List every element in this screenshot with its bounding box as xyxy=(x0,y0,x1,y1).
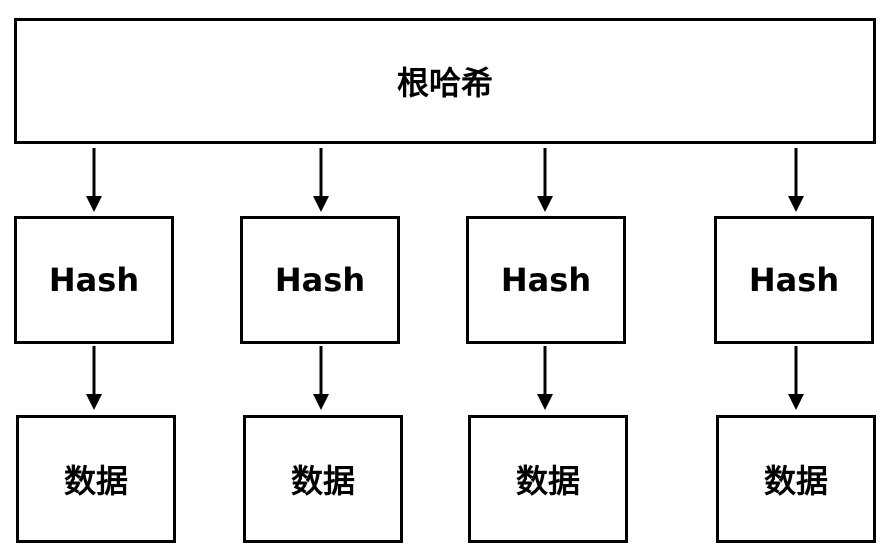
hash-node-2: Hash xyxy=(240,216,400,344)
hash-label: Hash xyxy=(500,261,592,299)
root-hash-node: 根哈希 xyxy=(14,18,876,144)
arrow-root-to-hash-2 xyxy=(313,148,329,212)
arrow-hash-to-data-2 xyxy=(313,346,329,410)
arrow-root-to-hash-1 xyxy=(86,148,102,212)
data-node-1: 数据 xyxy=(16,415,176,543)
arrow-root-to-hash-4 xyxy=(788,148,804,212)
data-label: 数据 xyxy=(763,462,828,500)
data-label: 数据 xyxy=(63,462,128,500)
hash-node-3: Hash xyxy=(466,216,626,344)
root-hash-label: 根哈希 xyxy=(396,64,493,102)
data-label: 数据 xyxy=(290,462,355,500)
hash-label: Hash xyxy=(48,261,140,299)
arrow-root-to-hash-3 xyxy=(537,148,553,212)
data-node-3: 数据 xyxy=(468,415,628,543)
hash-label: Hash xyxy=(748,261,840,299)
data-label: 数据 xyxy=(515,462,580,500)
data-node-2: 数据 xyxy=(243,415,403,543)
arrow-hash-to-data-1 xyxy=(86,346,102,410)
arrow-hash-to-data-3 xyxy=(537,346,553,410)
data-node-4: 数据 xyxy=(716,415,876,543)
hash-node-1: Hash xyxy=(14,216,174,344)
arrow-hash-to-data-4 xyxy=(788,346,804,410)
hash-node-4: Hash xyxy=(714,216,874,344)
hash-label: Hash xyxy=(274,261,366,299)
